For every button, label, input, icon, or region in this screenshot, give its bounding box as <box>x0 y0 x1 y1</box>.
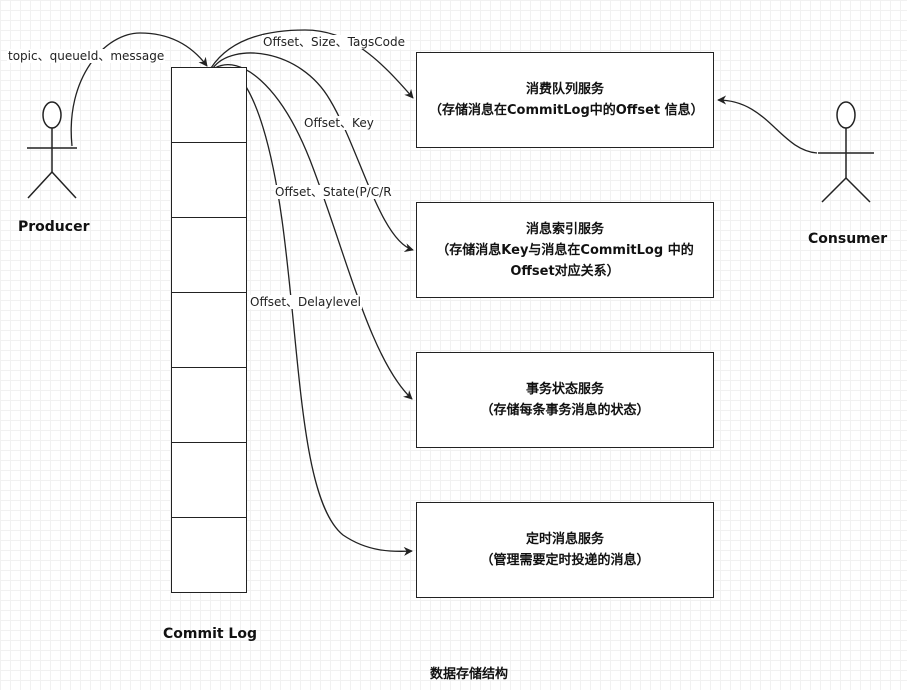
edge-label-index: Offset、Key <box>303 116 375 130</box>
edge-to-schedule <box>216 67 413 556</box>
service-index: 消息索引服务 （存储消息Key与消息在CommitLog 中的Offset对应关… <box>416 202 714 298</box>
consumer-figure <box>818 101 874 203</box>
edge-label-schedule: Offset、Delaylevel <box>249 295 363 309</box>
commit-log-cell <box>172 443 246 518</box>
commit-log-cell <box>172 143 246 218</box>
service-consume-queue: 消费队列服务 （存储消息在CommitLog中的Offset 信息） <box>416 52 714 148</box>
edge-to-index <box>212 52 414 252</box>
consumer-label: Consumer <box>808 231 888 247</box>
edge-label-producer: topic、queueId、message <box>7 49 166 63</box>
service-description: （存储每条事务消息的状态） <box>480 403 650 418</box>
edge-consumer-to-consume-queue <box>717 95 818 154</box>
service-title: 消费队列服务 <box>525 82 604 97</box>
service-title: 事务状态服务 <box>525 382 604 397</box>
edge-label-transaction: Offset、State(P/C/R <box>274 185 393 199</box>
service-description: （管理需要定时投递的消息） <box>480 553 650 568</box>
edge-label-consume-queue: Offset、Size、TagsCode <box>262 35 406 49</box>
producer-figure <box>27 101 77 199</box>
edge-producer-to-commitlog <box>70 32 208 147</box>
diagram-caption: 数据存储结构 <box>430 667 509 682</box>
commit-log-cell <box>172 293 246 368</box>
service-description: （存储消息在CommitLog中的Offset 信息） <box>429 103 704 118</box>
commit-log-title: Commit Log <box>163 626 257 642</box>
service-transaction-state: 事务状态服务 （存储每条事务消息的状态） <box>416 352 714 448</box>
commit-log <box>171 67 247 593</box>
commit-log-cell <box>172 68 246 143</box>
service-schedule: 定时消息服务 （管理需要定时投递的消息） <box>416 502 714 598</box>
commit-log-cell <box>172 368 246 443</box>
service-description: （存储消息Key与消息在CommitLog 中的Offset对应关系） <box>436 242 694 279</box>
producer-label: Producer <box>18 219 90 235</box>
service-title: 定时消息服务 <box>525 532 604 547</box>
service-title: 消息索引服务 <box>525 221 604 237</box>
edge-to-consume-queue <box>210 29 414 99</box>
commit-log-cell <box>172 218 246 293</box>
commit-log-cell <box>172 518 246 592</box>
